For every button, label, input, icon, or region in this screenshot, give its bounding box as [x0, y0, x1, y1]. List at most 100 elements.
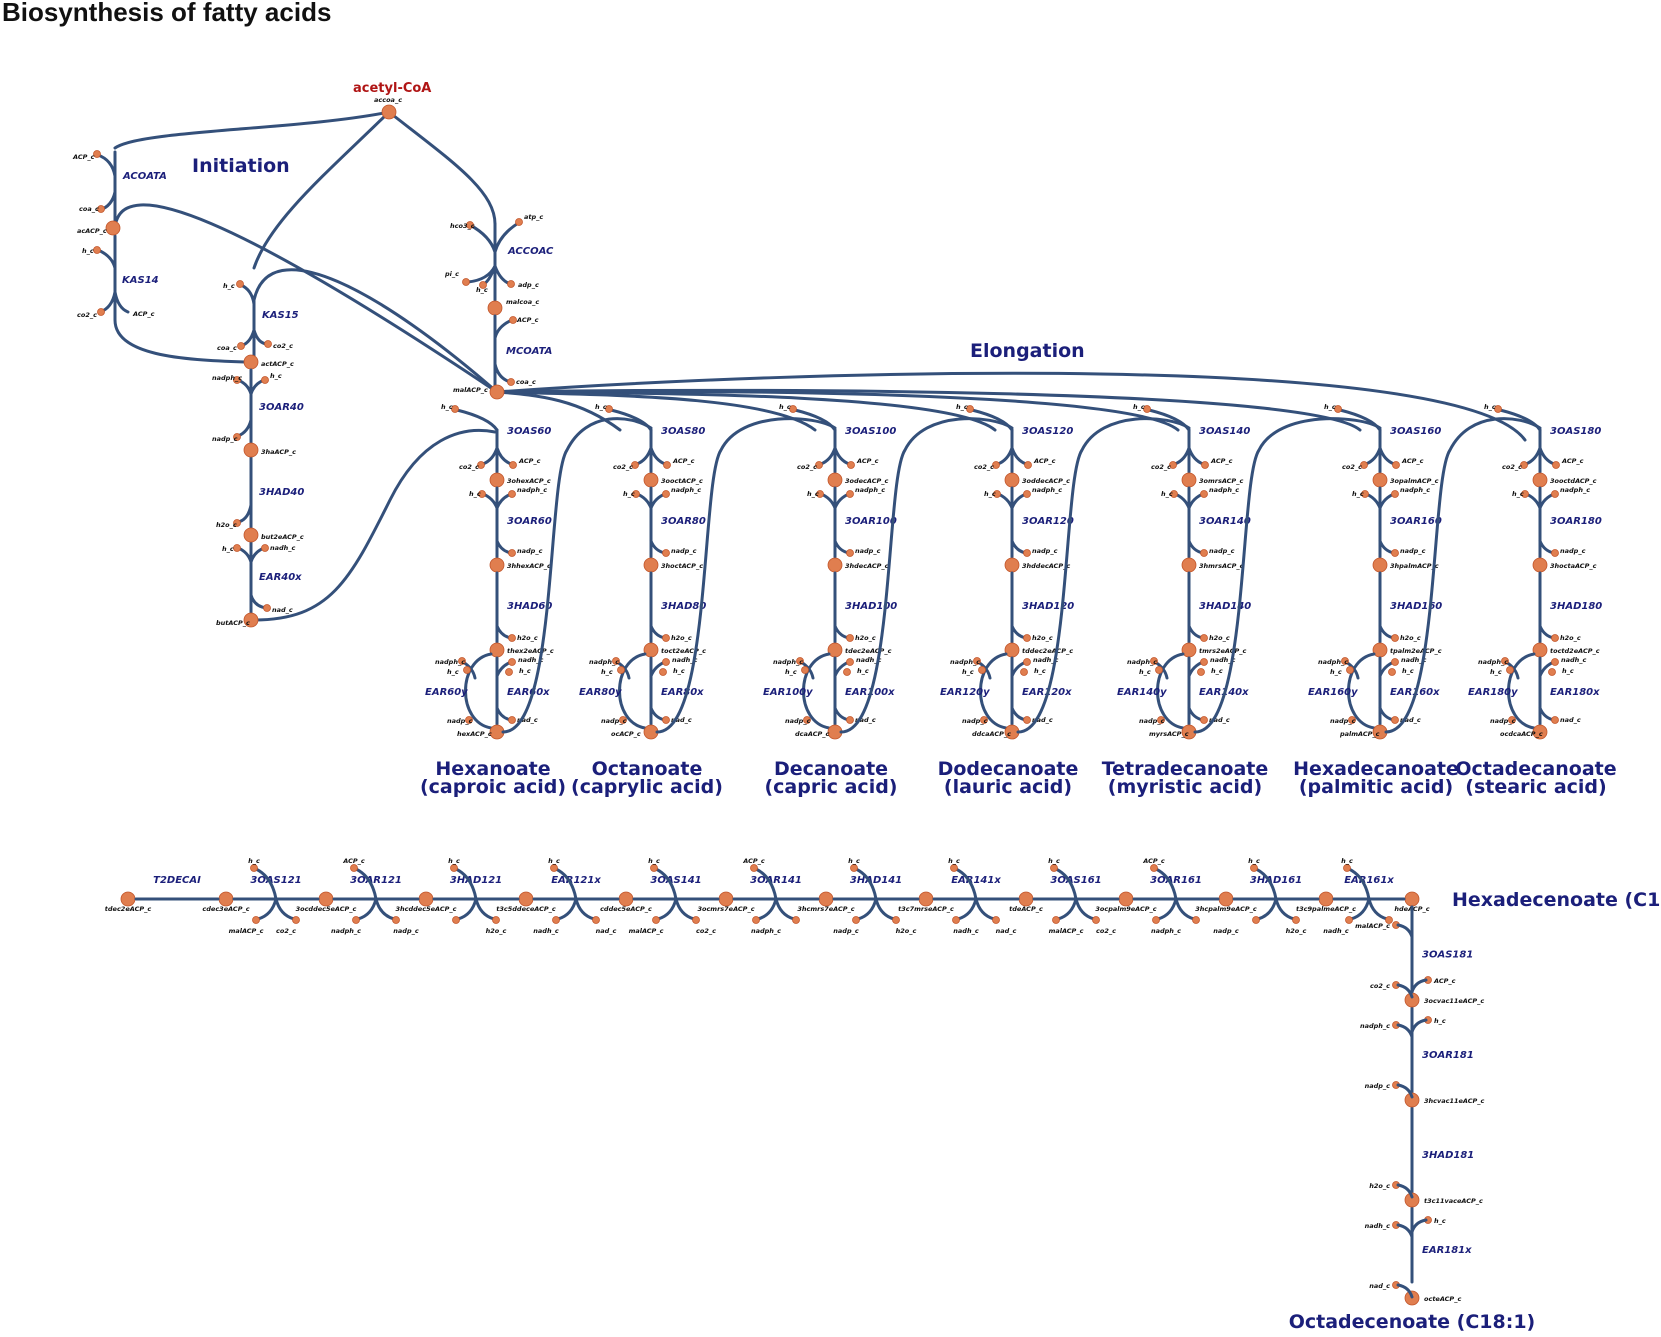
met-node[interactable] [980, 716, 988, 724]
met-node[interactable] [1494, 405, 1502, 413]
met-node[interactable] [801, 666, 809, 674]
met-node-hydroxyacyl[interactable] [489, 557, 505, 573]
met-node[interactable] [850, 864, 858, 872]
met-node[interactable] [789, 405, 797, 413]
met-node[interactable] [631, 461, 639, 469]
met-node-chain[interactable] [218, 891, 234, 907]
met-node-chain[interactable] [318, 891, 334, 907]
met-node[interactable] [250, 864, 258, 872]
met-node-hydroxyacyl[interactable] [1181, 557, 1197, 573]
met-node-chain[interactable] [120, 891, 136, 907]
met-node[interactable] [1157, 716, 1165, 724]
met-node[interactable] [815, 461, 823, 469]
met-node[interactable] [463, 666, 471, 674]
met-node-hydroxyacyl[interactable] [1372, 557, 1388, 573]
met-node[interactable] [816, 490, 824, 498]
met-node[interactable] [1020, 668, 1028, 676]
met-node-chain[interactable] [518, 891, 534, 907]
met-node[interactable] [659, 668, 667, 676]
met-node[interactable] [662, 634, 670, 642]
met-node[interactable] [352, 916, 360, 924]
met-node[interactable] [458, 657, 466, 665]
met-node[interactable] [450, 864, 458, 872]
met-node[interactable] [973, 657, 981, 665]
met-node-h[interactable] [236, 280, 244, 288]
met-node[interactable] [1551, 716, 1559, 724]
met-node[interactable] [978, 666, 986, 674]
met-node[interactable] [1551, 634, 1559, 642]
met-node-chain[interactable] [1118, 891, 1134, 907]
met-node[interactable] [350, 864, 358, 872]
met-node[interactable] [1552, 461, 1560, 469]
met-node[interactable] [233, 544, 241, 552]
met-node[interactable] [1197, 668, 1205, 676]
met-node[interactable] [508, 634, 516, 642]
met-node[interactable] [252, 916, 260, 924]
met-node[interactable] [451, 405, 459, 413]
met-node[interactable] [1200, 490, 1208, 498]
met-node-acp[interactable] [93, 150, 101, 158]
met-node[interactable] [592, 916, 600, 924]
met-node[interactable] [663, 461, 671, 469]
met-node-h[interactable] [93, 246, 101, 254]
met-node-chain[interactable] [818, 891, 834, 907]
met-node-ketoacyl[interactable] [1181, 472, 1197, 488]
met-node[interactable] [508, 490, 516, 498]
met-node[interactable] [1023, 634, 1031, 642]
met-node[interactable] [662, 658, 670, 666]
met-node[interactable] [1391, 549, 1399, 557]
met-node[interactable] [261, 376, 269, 384]
met-node[interactable] [650, 864, 658, 872]
met-node[interactable] [1201, 461, 1209, 469]
met-node-ketoacyl[interactable] [1004, 472, 1020, 488]
met-node[interactable] [1152, 916, 1160, 924]
met-node[interactable] [1200, 634, 1208, 642]
met-node-hydroxyacyl[interactable] [643, 557, 659, 573]
met-node-hydroxyacyl[interactable] [1004, 557, 1020, 573]
met-node[interactable] [1501, 657, 1509, 665]
met-node[interactable] [752, 916, 760, 924]
met-node[interactable] [1292, 916, 1300, 924]
met-node[interactable] [992, 916, 1000, 924]
met-node-malcoa[interactable] [487, 300, 503, 316]
met-node[interactable] [750, 864, 758, 872]
met-node[interactable] [292, 916, 300, 924]
met-node[interactable] [950, 864, 958, 872]
met-node[interactable] [1052, 916, 1060, 924]
met-node-h[interactable] [479, 281, 487, 289]
met-node-ketoacyl[interactable] [827, 472, 843, 488]
met-node-butacp[interactable] [243, 612, 259, 628]
met-node-hydroxyacyl[interactable] [827, 557, 843, 573]
met-node[interactable] [1200, 716, 1208, 724]
met-node-acacp[interactable] [105, 220, 121, 236]
met-node[interactable] [261, 544, 269, 552]
met-node-adp[interactable] [507, 280, 515, 288]
met-node[interactable] [233, 433, 241, 441]
met-node[interactable] [652, 916, 660, 924]
met-node[interactable] [847, 461, 855, 469]
met-node[interactable] [1391, 658, 1399, 666]
met-node[interactable] [1345, 916, 1353, 924]
met-node[interactable] [233, 376, 241, 384]
met-node[interactable] [1508, 716, 1516, 724]
met-node[interactable] [846, 549, 854, 557]
met-node[interactable] [619, 716, 627, 724]
met-node[interactable] [796, 657, 804, 665]
met-node[interactable] [846, 716, 854, 724]
met-node[interactable] [1348, 716, 1356, 724]
met-node[interactable] [612, 657, 620, 665]
met-node[interactable] [508, 658, 516, 666]
met-node[interactable] [843, 668, 851, 676]
met-node[interactable] [1551, 490, 1559, 498]
met-node-ketoacyl[interactable] [489, 472, 505, 488]
met-node[interactable] [1023, 658, 1031, 666]
met-node-chain[interactable] [1318, 891, 1334, 907]
met-node[interactable] [846, 634, 854, 642]
met-node[interactable] [1023, 716, 1031, 724]
met-node-actacp[interactable] [243, 354, 259, 370]
met-node[interactable] [1050, 864, 1058, 872]
met-node[interactable] [509, 461, 517, 469]
met-node-coa[interactable] [237, 342, 245, 350]
met-node-coa[interactable] [507, 378, 515, 386]
met-node-acp[interactable] [509, 316, 517, 324]
